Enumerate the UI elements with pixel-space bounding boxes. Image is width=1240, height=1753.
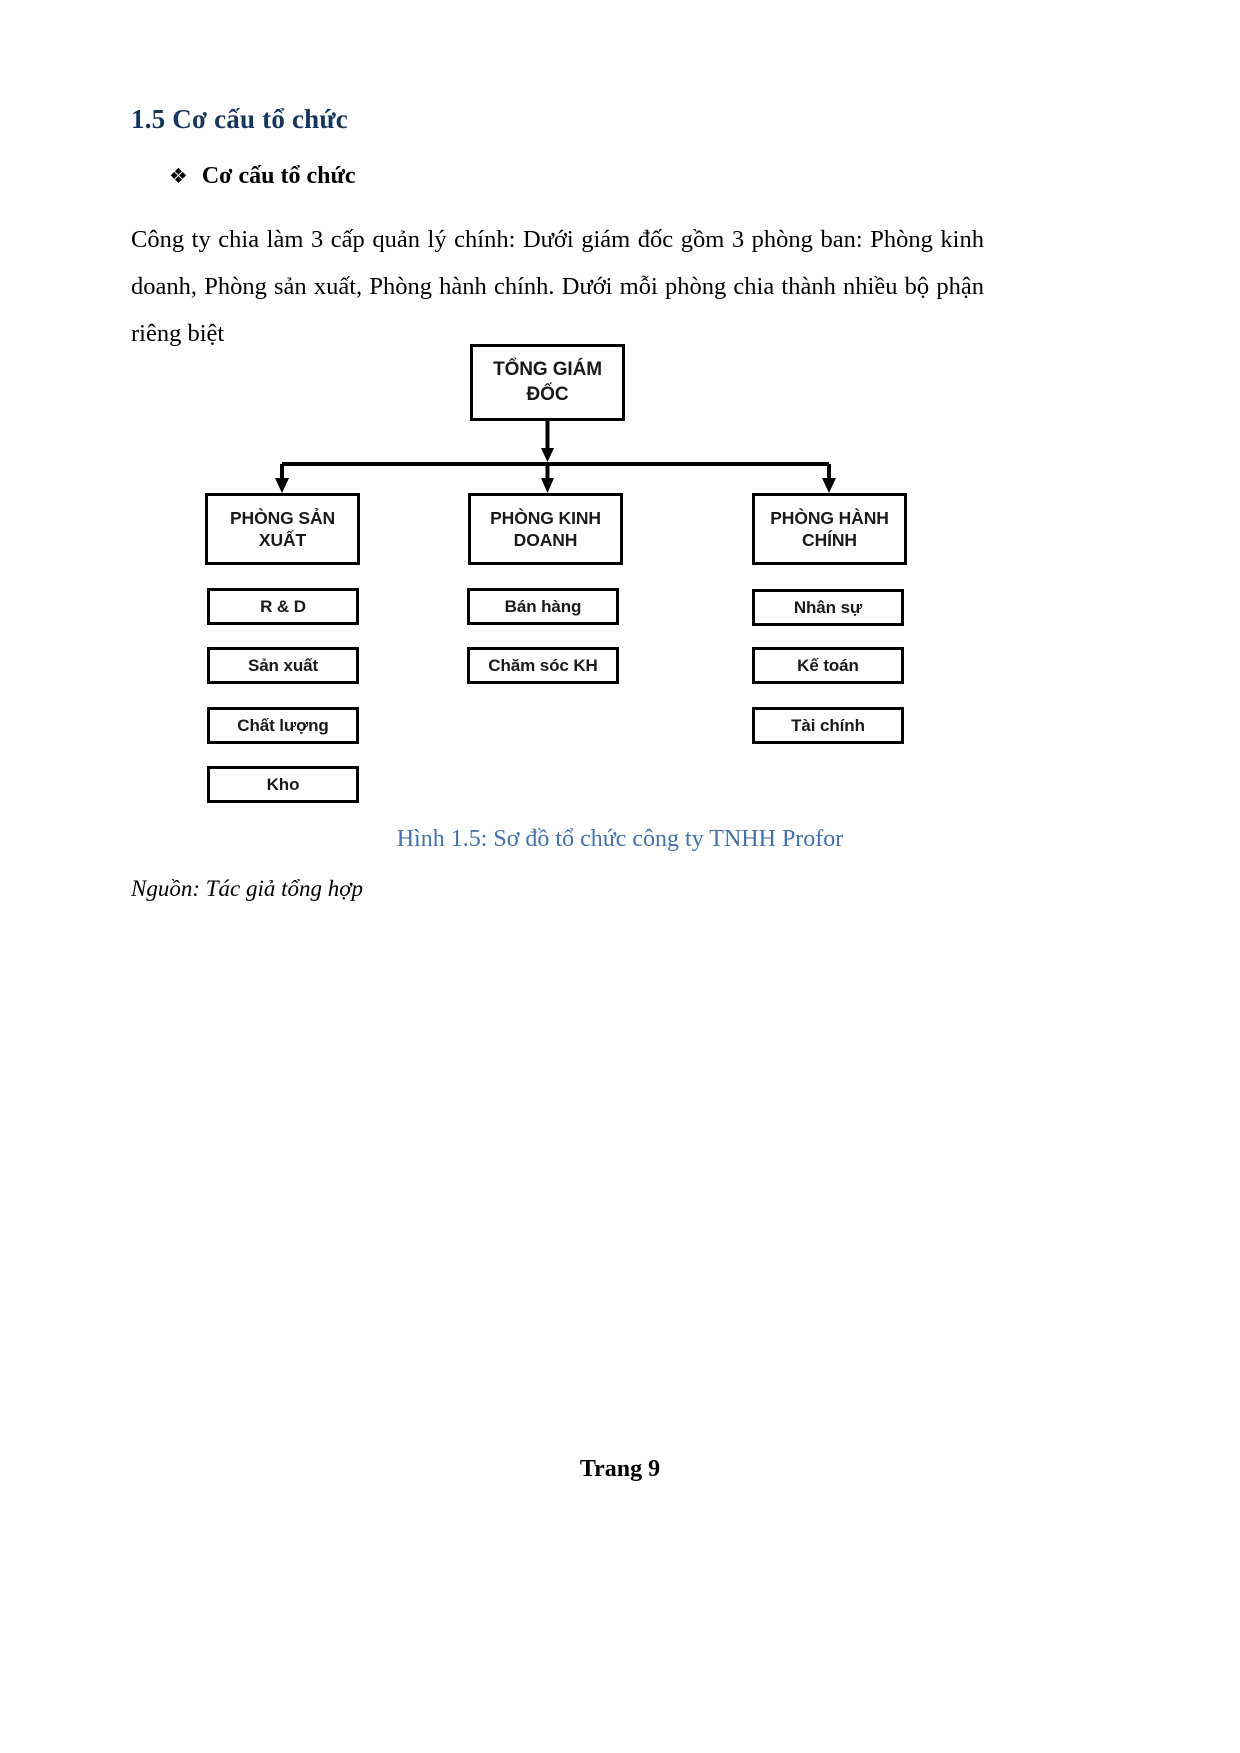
- diamond-bullet-icon: ❖: [169, 164, 188, 188]
- org-node-department-production-line2: XUẤT: [258, 530, 307, 550]
- org-node-department-production-line1: PHÒNG SẢN: [229, 507, 336, 528]
- org-node-accounting: Kế toán: [752, 647, 904, 684]
- org-node-finance: Tài chính: [752, 707, 904, 744]
- page-footer: Trang 9: [579, 1456, 661, 1482]
- sub-heading: ❖ Cơ cấu tổ chức: [131, 163, 991, 190]
- org-node-department-business-line1: PHÒNG KINH: [490, 507, 601, 528]
- body-paragraph: Công ty chia làm 3 cấp quản lý chính: Dư…: [131, 226, 984, 347]
- org-node-warehouse: Kho: [207, 766, 359, 803]
- text-content-block: 1.5 Cơ cấu tổ chức ❖ Cơ cấu tổ chức Công…: [131, 0, 991, 357]
- org-node-customer-care: Chăm sóc KH: [467, 647, 619, 684]
- org-node-rd: R & D: [207, 588, 359, 625]
- org-node-department-administration-line2: CHÍNH: [802, 530, 857, 550]
- org-node-human-resources: Nhân sự: [752, 589, 904, 626]
- org-node-department-business: PHÒNG KINH DOANH: [468, 493, 623, 565]
- org-node-department-administration-line1: PHÒNG HÀNH: [770, 507, 889, 528]
- source-note: Nguồn: Tác giả tổng hợp: [131, 876, 364, 901]
- org-node-department-business-line2: DOANH: [513, 530, 578, 550]
- org-node-quality: Chất lượng: [207, 707, 359, 744]
- figure-caption: Hình 1.5: Sơ đồ tổ chức công ty TNHH Pro…: [396, 826, 844, 852]
- org-chart: TỔNG GIÁM ĐỐC PHÒNG SẢN XUẤT R & D Sản x…: [0, 338, 1240, 828]
- org-node-ceo-line1: TỔNG GIÁM: [493, 359, 602, 381]
- org-node-sales: Bán hàng: [467, 588, 619, 625]
- page-title: 1.5 Cơ cấu tổ chức: [131, 104, 348, 134]
- org-node-manufacturing: Sản xuất: [207, 647, 359, 684]
- org-chart-connectors: [275, 421, 836, 493]
- org-node-ceo-line2: ĐỐC: [526, 383, 569, 405]
- org-node-ceo: TỔNG GIÁM ĐỐC: [470, 344, 625, 421]
- sub-heading-label: Cơ cấu tổ chức: [201, 163, 356, 189]
- org-node-department-administration: PHÒNG HÀNH CHÍNH: [752, 493, 907, 565]
- org-node-department-production: PHÒNG SẢN XUẤT: [205, 493, 360, 565]
